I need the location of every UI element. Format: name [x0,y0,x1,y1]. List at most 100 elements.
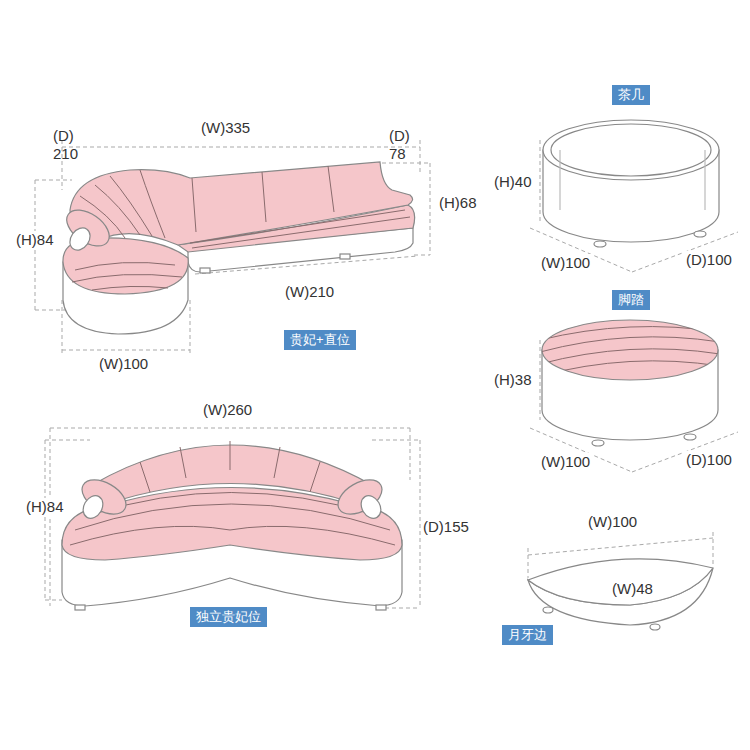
sectional-sofa [140,170,165,238]
dimension-label: (W)335 [199,119,252,137]
curved-sofa [62,441,402,610]
dimension-label: (H)84 [14,231,56,249]
sectional-sofa [340,254,350,259]
crescent-piece [528,559,713,605]
dimension-line [50,428,51,606]
sectional-sofa [75,262,175,270]
dimension-line [50,428,410,429]
dimension-label: (W)100 [539,254,592,272]
dimension-line [528,548,529,578]
dimension-line [540,340,541,420]
coffee-table [694,231,706,237]
dimension-line [35,180,72,181]
coffee-table [543,120,719,247]
caption-text: 茶几 [618,87,644,102]
dimension-line [45,440,90,441]
curved-sofa [357,492,385,522]
curved-sofa [90,493,375,516]
dimension-line [713,532,714,565]
dimension-label: (D) 210 [51,127,93,163]
sectional-sofa [60,203,115,253]
curved-sofa [76,473,132,521]
dimension-label: (D)100 [684,251,734,269]
sectional-sofa [72,274,182,282]
sectional-sofa [72,166,410,290]
dimension-label: (W)100 [586,513,639,531]
dimension-line [382,163,430,164]
dimension-label: (D)155 [421,518,471,536]
curved-sofa [310,462,320,492]
dimension-label: (H)84 [24,498,66,516]
view-caption-tag: 月牙边 [502,625,553,645]
caption-text: 脚踏 [618,292,644,307]
dimension-label: (W)210 [283,283,336,301]
curved-sofa [274,447,280,478]
dimension-line [540,140,541,222]
curved-sofa [75,605,85,610]
footstool [684,434,696,440]
dimension-line [414,255,430,256]
coffee-table [559,150,560,210]
sectional-sofa [92,286,168,290]
crescent-piece [650,624,660,630]
dimension-label: (W)100 [97,355,150,373]
dimension-line [45,440,46,600]
caption-text: 月牙边 [508,627,547,642]
footstool [540,317,720,330]
sectional-sofa [200,268,210,273]
view-caption-tag: 茶几 [612,85,650,105]
dimension-line [62,300,63,356]
sectional-sofa [110,176,152,236]
footstool [592,440,604,446]
curved-sofa [376,605,386,610]
curved-sofa [230,526,395,545]
dimension-label: (H)38 [492,371,534,389]
sectional-sofa [60,162,414,334]
dimension-label: (W)100 [539,453,592,471]
curved-sofa [180,447,186,478]
dimension-line [430,163,431,255]
dimension-label: (D)100 [684,451,734,469]
sectional-sofa [328,166,334,212]
sectional-sofa [192,217,410,248]
dimension-line [410,428,411,480]
dimension-line [190,300,191,356]
dimension-line [35,140,738,608]
view-caption-tag: 脚踏 [612,290,650,310]
curved-sofa [140,462,150,492]
sectional-sofa [192,178,196,232]
curved-sofa [92,445,372,505]
dimension-label: (W)260 [201,401,254,419]
sectional-sofa [70,162,413,245]
dimension-label: (D) 78 [387,127,429,163]
curved-sofa [79,492,107,522]
dimension-line [45,600,62,601]
curved-sofa [70,441,395,545]
view-caption-tag: 独立贵妃位 [190,607,267,627]
dimension-line [528,538,713,555]
footstool [540,361,720,376]
dimension-label: (H)40 [492,173,534,191]
crescent-piece [543,607,553,613]
footstool [540,317,720,446]
coffee-table [551,124,711,176]
dimension-line [372,440,420,441]
view-caption-tag: 贵妃+直位 [284,330,356,350]
dimension-line [420,140,421,175]
dimension-line [62,350,190,351]
dimension-label: (H)68 [437,194,479,212]
coffee-table [704,150,705,210]
curved-sofa [230,441,231,470]
sectional-sofa [190,210,405,243]
caption-text: 独立贵妃位 [196,609,261,624]
dimension-line [62,147,420,148]
sectional-sofa [262,172,266,222]
sectional-sofa [66,224,95,254]
caption-text: 贵妃+直位 [290,332,350,347]
coffee-table [543,120,719,180]
footstool [540,317,720,376]
curved-sofa [332,473,388,521]
curved-sofa [70,526,230,545]
